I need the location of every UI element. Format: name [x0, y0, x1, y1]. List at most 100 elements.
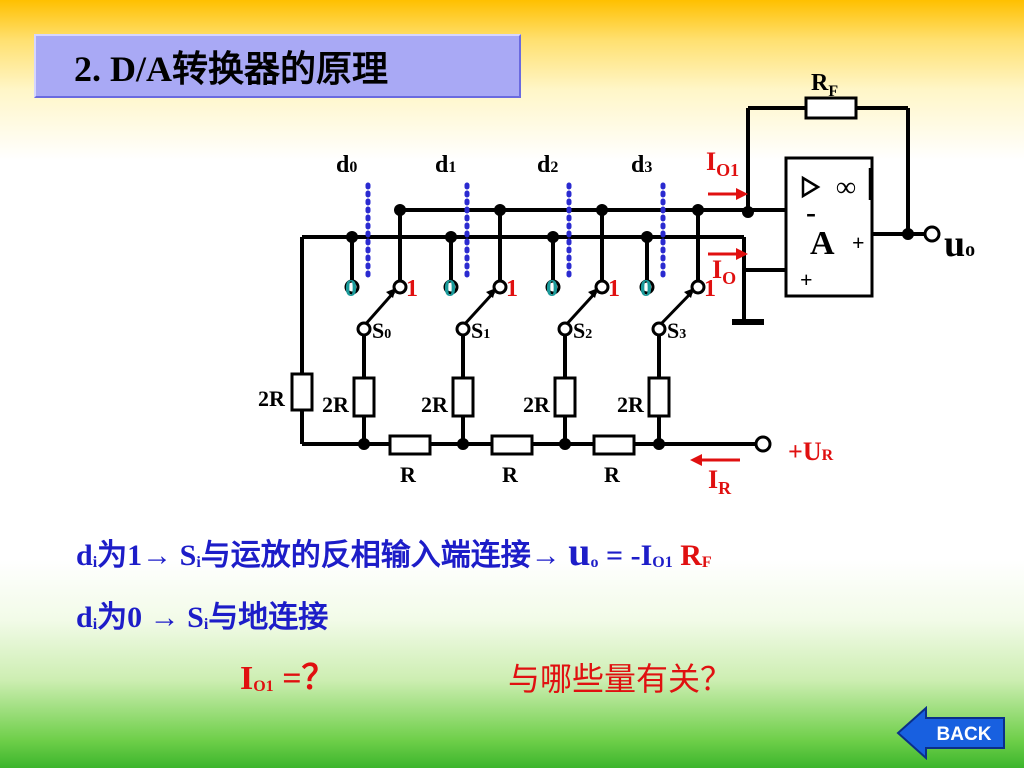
- junction-ladder-0: [358, 438, 370, 450]
- switch-blade-1: [461, 290, 496, 328]
- back-button-label: BACK: [937, 724, 992, 745]
- switch-arrow-icon-3: [684, 288, 694, 298]
- switch-zero-label-3: 0: [640, 276, 652, 302]
- stage-1: d1 0 1S1 2R: [421, 152, 518, 450]
- junction-zero-0: [346, 231, 358, 243]
- resistor-2r-label-3: 2R: [617, 392, 645, 417]
- io1-label: IO1: [706, 147, 739, 180]
- resistor-2r-2: [553, 376, 577, 418]
- page-title: 2. D/A转换器的原理: [74, 49, 388, 89]
- switch-zero-label-2: 0: [546, 276, 558, 302]
- ir-arrow-icon: [690, 454, 702, 466]
- opamp-body: [784, 156, 874, 298]
- opamp: ∞ - A + +: [784, 156, 874, 298]
- question-io1: IO1 =？: [240, 660, 336, 697]
- junction-zero-1: [445, 231, 457, 243]
- contact-zero-2: [545, 279, 561, 295]
- contact-zero-3: [639, 279, 655, 295]
- resistor-r-2: [592, 434, 636, 456]
- switch-one-label-0: 1: [406, 276, 418, 302]
- switch-blade-2: [563, 290, 598, 328]
- resistor-2r-1: [451, 376, 475, 418]
- ir-label: IR: [708, 465, 732, 498]
- junction-out: [902, 228, 914, 240]
- resistor-2r-label-2: 2R: [523, 392, 551, 417]
- resistor-r-0: [388, 434, 432, 456]
- junction-one-0: [394, 204, 406, 216]
- junction-zero-2: [547, 231, 559, 243]
- title-banner: 2. D/A转换器的原理: [34, 34, 521, 98]
- switch-zero-label-0: 0: [345, 276, 357, 302]
- resistor-2r-label-0: 2R: [322, 392, 350, 417]
- switch-pivot-0: [356, 321, 372, 337]
- bit-label-3: d3: [631, 152, 652, 178]
- feedback-resistor: [804, 96, 858, 120]
- resistor-2r-3: [647, 376, 671, 418]
- stage-0: d0 0 1S0 2R: [322, 152, 418, 450]
- resistor-2r-left: [290, 372, 314, 412]
- junction-ladder-2: [559, 438, 571, 450]
- resistor-r-label-2: R: [604, 462, 621, 487]
- ur-terminal: [754, 435, 772, 453]
- opamp-plus-output: +: [852, 230, 865, 255]
- contact-one-3: [690, 279, 706, 295]
- question-factors: 与哪些量有关？: [508, 661, 733, 697]
- contact-one-0: [392, 279, 408, 295]
- bit-label-0: d0: [336, 152, 357, 178]
- stage-3: d3 0 1S3 2R: [617, 152, 716, 450]
- resistor-r-label-0: R: [400, 462, 417, 487]
- resistor-r-1: [490, 434, 534, 456]
- contact-one-1: [492, 279, 508, 295]
- switch-pivot-1: [455, 321, 471, 337]
- switch-one-label-2: 1: [608, 276, 620, 302]
- junction-one-2: [596, 204, 608, 216]
- contact-zero-1: [443, 279, 459, 295]
- back-button[interactable]: BACK: [896, 706, 1008, 760]
- switch-arrow-icon-2: [588, 288, 598, 298]
- switch-one-label-1: 1: [506, 276, 518, 302]
- resistor-2r-0: [352, 376, 376, 418]
- switch-pivot-3: [651, 321, 667, 337]
- opamp-label: A: [810, 225, 835, 262]
- resistor-2r-left-label: 2R: [258, 386, 286, 411]
- switch-zero-label-1: 0: [444, 276, 456, 302]
- output-label: uo: [944, 223, 975, 265]
- contact-one-2: [594, 279, 610, 295]
- output-terminal: [923, 225, 941, 243]
- switch-label-1: S1: [471, 318, 490, 343]
- junction-ladder-3: [653, 438, 665, 450]
- switch-label-0: S0: [372, 318, 391, 343]
- opamp-infinity: ∞: [836, 172, 856, 203]
- io-arrow-icon: [736, 248, 748, 260]
- opamp-plus-input: +: [800, 267, 813, 292]
- rule-bit-zero: di为0 → Si与地连接: [76, 601, 329, 634]
- feedback-resistor-label: RF: [811, 70, 838, 100]
- current-indicators: IO1 IO IR: [690, 147, 748, 498]
- switch-pivot-2: [557, 321, 573, 337]
- switch-one-label-3: 1: [704, 276, 716, 302]
- switch-arrow-icon-0: [386, 288, 396, 298]
- junction-zero-3: [641, 231, 653, 243]
- switch-blade-0: [362, 291, 396, 327]
- junction-one-1: [494, 204, 506, 216]
- switch-blade-3: [657, 290, 694, 328]
- ur-label: +UR: [788, 437, 834, 466]
- switch-label-3: S3: [667, 318, 686, 343]
- rule-bit-one: di为1→ Si与运放的反相输入端连接→ uo = -IO1 RF: [76, 529, 712, 574]
- resistor-2r-label-1: 2R: [421, 392, 449, 417]
- switch-label-2: S2: [573, 318, 592, 343]
- contact-zero-0: [344, 279, 360, 295]
- io-label: IO: [712, 255, 736, 288]
- junction-inv: [742, 206, 754, 218]
- opamp-minus-sign: -: [806, 196, 816, 229]
- junction-ladder-1: [457, 438, 469, 450]
- opamp-triangle-icon: [801, 175, 821, 199]
- bit-label-2: d2: [537, 152, 558, 178]
- io1-arrow-icon: [736, 188, 748, 200]
- bit-label-1: d1: [435, 152, 456, 178]
- junction-one-3: [692, 204, 704, 216]
- back-arrow-icon: [896, 706, 1005, 760]
- switch-arrow-icon-1: [486, 288, 496, 298]
